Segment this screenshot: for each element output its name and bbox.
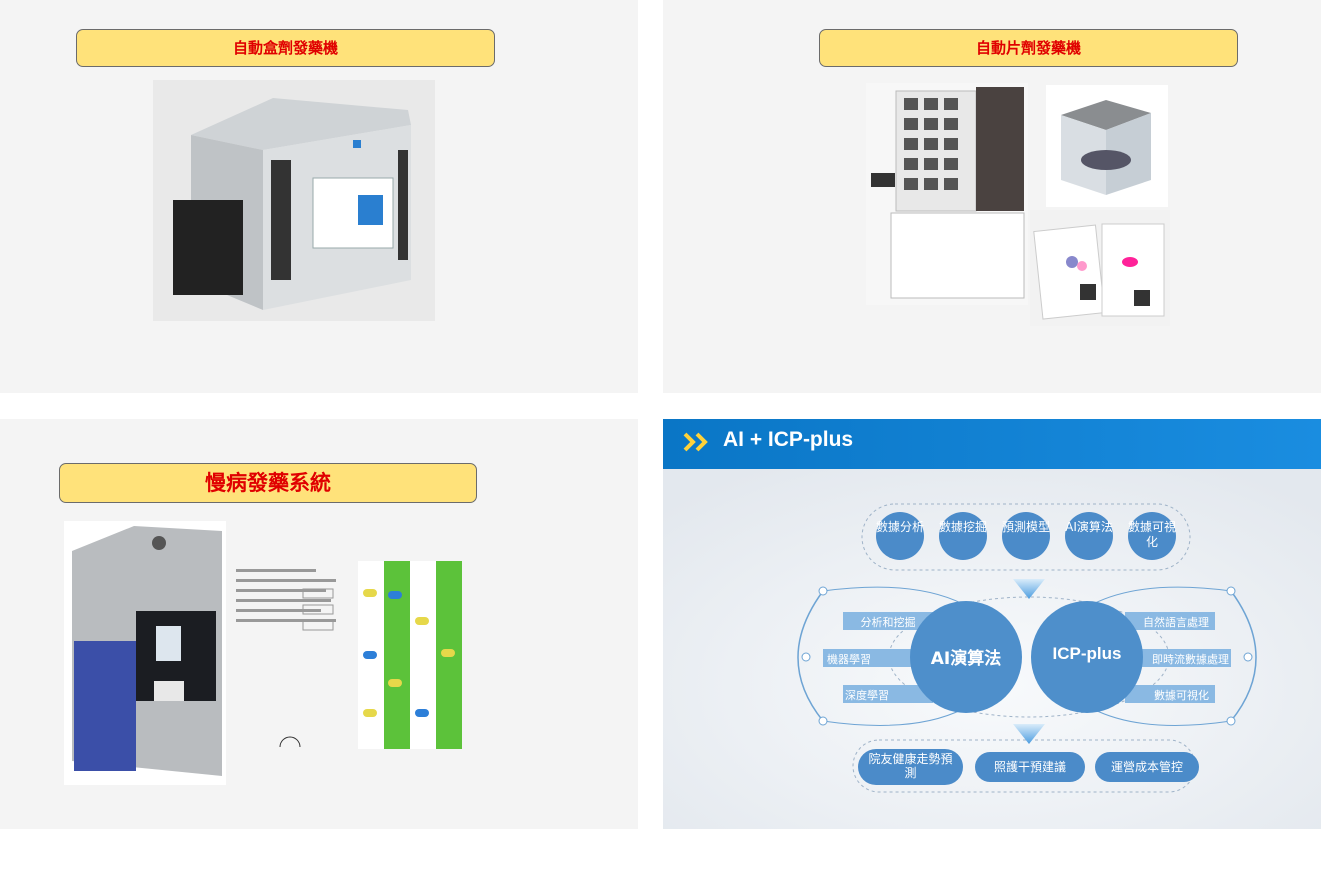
double-chevron-icon [683, 432, 708, 452]
tablet-canister-photo [1046, 85, 1168, 207]
slide-banner: 自動片劑發藥機 [819, 29, 1238, 67]
tablet-dispenser-cabinet-photo [866, 83, 1028, 305]
box-dispenser-photo [153, 80, 435, 321]
right-label-nlp: 自然語言處理 [1143, 616, 1209, 629]
slide-chronic-disease-dispensing: 慢病發藥系統 [0, 419, 638, 829]
slide-ai-icp-plus: AI + ICP-plus 數據分析 數據挖掘 預測模型 AI演算法 數據可視化… [663, 419, 1321, 829]
top-circle-data-visualization: 數據可視化 [1128, 512, 1176, 560]
chronic-dispensing-machine-photo [64, 521, 226, 785]
slide-header-bar: AI + ICP-plus [663, 419, 1321, 469]
left-label-analysis-mining: 分析和挖掘 [860, 616, 916, 629]
slide-automatic-tablet-dispenser: 自動片劑發藥機 [663, 0, 1321, 393]
top-circle-prediction-model: 預測模型 [1002, 512, 1050, 560]
slide-automatic-box-dispenser: 自動盒劑發藥機 [0, 0, 638, 393]
slide-banner: 慢病發藥系統 [59, 463, 477, 503]
medicine-pouches-photo [1030, 210, 1170, 326]
center-circle-icp-plus: ICP-plus [1052, 644, 1122, 663]
bottom-pill-cost-control: 運營成本管控 [1095, 752, 1199, 782]
slide-banner: 自動盒劑發藥機 [76, 29, 495, 67]
top-circle-data-mining: 數據挖掘 [939, 512, 987, 560]
top-circle-data-analysis: 數據分析 [876, 512, 924, 560]
right-label-data-visualization: 數據可視化 [1154, 689, 1209, 702]
bottom-pill-care-intervention: 照護干預建議 [975, 752, 1085, 782]
center-circle-ai-algorithm: AI演算法 [930, 649, 1002, 669]
left-label-machine-learning: 機器學習 [827, 653, 871, 666]
bottom-pill-health-trend: 院友健康走勢預測 [858, 749, 963, 785]
diagram-background [663, 469, 1321, 829]
right-label-stream-processing: 即時流數據處理 [1152, 653, 1229, 666]
medication-pack-photo [228, 559, 463, 751]
top-circle-ai-algorithm: AI演算法 [1065, 512, 1113, 560]
slide-header-title: AI + ICP-plus [723, 428, 854, 451]
left-label-deep-learning: 深度學習 [845, 689, 889, 702]
